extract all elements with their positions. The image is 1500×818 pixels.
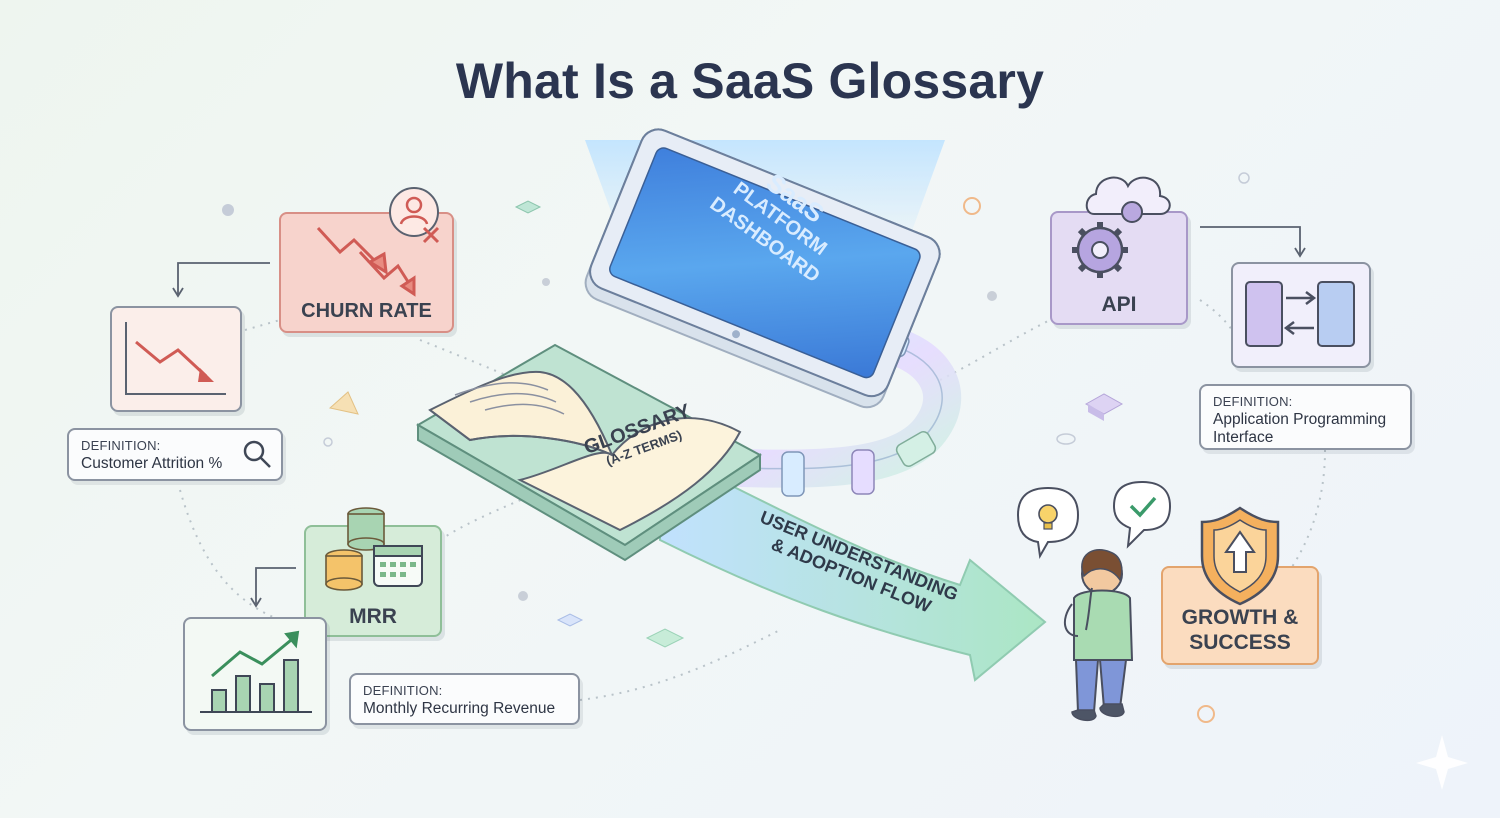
adoption-flow-arrow xyxy=(659,468,1047,682)
api-definition-line-2: Interface xyxy=(1213,429,1274,446)
churn-definition-heading: DEFINITION: xyxy=(81,438,161,453)
api-card: API xyxy=(1050,211,1188,325)
growth-line-2: SUCCESS xyxy=(1189,631,1291,654)
connector-arrows xyxy=(172,226,1306,608)
person-thinking-illustration xyxy=(1016,480,1172,722)
page-title: What Is a SaaS Glossary xyxy=(455,53,1045,109)
growth-line-1: GROWTH & xyxy=(1181,606,1299,629)
churn-rate-label: CHURN RATE xyxy=(301,300,432,322)
glossary-book xyxy=(416,343,762,562)
lightbulb-icon xyxy=(1038,504,1058,524)
churn-chart-card xyxy=(110,306,242,412)
mrr-definition-text: Monthly Recurring Revenue xyxy=(363,700,556,717)
api-transfer-card xyxy=(1231,262,1371,368)
churn-definition-box: DEFINITION: Customer Attrition % xyxy=(67,428,283,481)
churn-rate-card: CHURN RATE xyxy=(279,212,454,333)
mrr-label: MRR xyxy=(349,605,397,628)
api-label: API xyxy=(1101,293,1137,316)
mrr-definition-box: DEFINITION: Monthly Recurring Revenue xyxy=(349,673,580,725)
api-definition-line-1: Application Programming xyxy=(1213,411,1387,428)
api-definition-box: DEFINITION: Application Programming Inte… xyxy=(1199,384,1412,450)
api-definition-heading: DEFINITION: xyxy=(1213,394,1293,409)
growth-success-card: GROWTH & SUCCESS xyxy=(1161,566,1319,665)
churn-definition-text: Customer Attrition % xyxy=(81,455,223,472)
mrr-definition-heading: DEFINITION: xyxy=(363,683,443,698)
mrr-chart-card xyxy=(183,617,327,731)
growth-label: GROWTH & SUCCESS xyxy=(1163,605,1317,655)
tablet-dashboard xyxy=(584,128,941,409)
